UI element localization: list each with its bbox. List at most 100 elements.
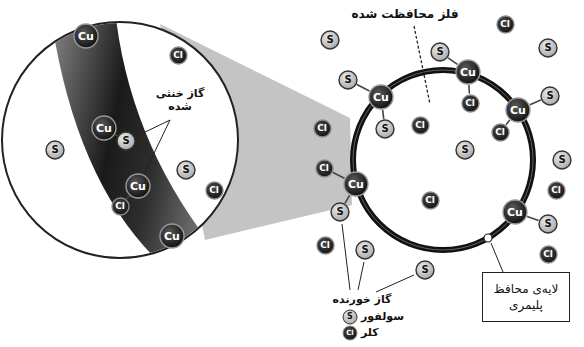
chlorine-atom: Cl bbox=[496, 15, 515, 34]
copper-atom: Cu bbox=[73, 23, 99, 49]
atom-symbol: Cu bbox=[96, 123, 112, 134]
atom-circle bbox=[412, 117, 429, 134]
atom-symbol: S bbox=[361, 245, 368, 255]
copper-atom: Cu bbox=[368, 84, 394, 110]
copper-atom: Cu bbox=[91, 115, 117, 141]
atom-circle bbox=[462, 95, 479, 112]
atom-symbol: S bbox=[421, 265, 428, 275]
bond-line bbox=[345, 195, 350, 203]
atom-circle bbox=[206, 182, 223, 199]
atom-circle bbox=[376, 120, 394, 138]
atom-symbol: S bbox=[544, 219, 551, 229]
atom-symbol: S bbox=[461, 145, 468, 155]
legend-text: سولفور bbox=[361, 310, 404, 323]
leader-line bbox=[491, 243, 503, 272]
bond-line bbox=[468, 85, 470, 94]
atom-circle bbox=[321, 31, 339, 49]
copper-atom: Cu bbox=[125, 173, 151, 199]
corrosive-gas-label: گاز خورنده bbox=[333, 293, 392, 306]
sulfur-atom: S bbox=[538, 38, 558, 58]
atom-symbol: Cl bbox=[551, 186, 561, 195]
atom-circle bbox=[314, 120, 331, 137]
atom-symbol: Cu bbox=[460, 67, 476, 78]
atom-circle bbox=[112, 198, 129, 215]
atom-circle bbox=[416, 261, 434, 279]
ring-marker bbox=[484, 234, 492, 242]
chlorine-atom: Cl bbox=[169, 46, 188, 65]
atom-circle bbox=[92, 116, 116, 140]
atom-symbol: S bbox=[122, 136, 129, 146]
atom-symbol: Cl bbox=[115, 202, 125, 211]
atom-circle bbox=[177, 161, 195, 179]
atom-circle bbox=[126, 174, 150, 198]
atom-symbol: S bbox=[544, 43, 551, 53]
atom-symbol: Cl bbox=[495, 128, 505, 137]
atom-symbol: Cl bbox=[173, 51, 183, 60]
box-text: لایه‌ی محافظ پلیمری bbox=[487, 281, 565, 313]
sulfur-atom: S bbox=[540, 86, 560, 106]
atom-symbol: S bbox=[381, 124, 388, 134]
sulfur-atom: S bbox=[375, 119, 395, 139]
legend-sample bbox=[343, 310, 357, 324]
atom-circle bbox=[339, 71, 357, 89]
atom-symbol: Cl bbox=[317, 124, 327, 133]
sulfur-atom: S bbox=[415, 260, 435, 280]
chlorine-atom: Cl bbox=[461, 94, 480, 113]
atom-circle bbox=[497, 16, 514, 33]
bond-line bbox=[383, 110, 384, 119]
atom-symbol: Cu bbox=[510, 105, 526, 116]
sulfur-atom: S bbox=[355, 240, 375, 260]
atom-circle bbox=[160, 224, 184, 248]
bond-line bbox=[332, 172, 344, 178]
atom-circle bbox=[356, 241, 374, 259]
chlorine-atom: Cl bbox=[547, 181, 566, 200]
bond-line bbox=[506, 120, 510, 125]
atom-circle bbox=[456, 60, 480, 84]
bond-line bbox=[527, 216, 538, 220]
atom-circle bbox=[541, 87, 559, 105]
legend-sample-letter: Cl bbox=[346, 329, 354, 337]
chlorine-atom: Cl bbox=[205, 181, 224, 200]
leader-line bbox=[145, 120, 170, 172]
bond-line bbox=[448, 58, 457, 65]
polymer-layer-box: لایه‌ی محافظ پلیمری bbox=[482, 272, 570, 322]
atom-symbol: Cl bbox=[320, 241, 330, 250]
atom-symbol: Cl bbox=[425, 196, 435, 205]
bond-line bbox=[357, 85, 370, 91]
polymer-ring bbox=[353, 70, 533, 250]
copper-atom: Cu bbox=[502, 199, 528, 225]
chlorine-atom: Cl bbox=[491, 123, 510, 142]
atom-circle bbox=[492, 124, 509, 141]
sulfur-atom: S bbox=[338, 70, 358, 90]
leader-line bbox=[414, 26, 430, 104]
atom-symbol: Cu bbox=[348, 179, 364, 190]
atom-circle bbox=[506, 98, 530, 122]
sulfur-atom: S bbox=[330, 202, 350, 222]
atom-symbol: S bbox=[436, 47, 443, 57]
protected-metal-label: فلز محافظت شده bbox=[351, 7, 458, 21]
atom-symbol: S bbox=[344, 75, 351, 85]
sulfur-atom: S bbox=[320, 30, 340, 50]
sulfur-atom: S bbox=[116, 131, 136, 151]
chlorine-atom: Cl bbox=[313, 119, 332, 138]
chlorine-atom: Cl bbox=[411, 116, 430, 135]
atom-circle bbox=[548, 182, 565, 199]
leader-line bbox=[342, 224, 350, 290]
chlorine-atom: Cl bbox=[539, 245, 558, 264]
atom-circle bbox=[431, 43, 449, 61]
bond-line bbox=[126, 196, 129, 199]
atom-symbol: Cl bbox=[465, 99, 475, 108]
atom-circle bbox=[422, 192, 439, 209]
atom-circle bbox=[317, 237, 334, 254]
atom-circle bbox=[170, 47, 187, 64]
atom-circle bbox=[540, 246, 557, 263]
atom-symbol: Cu bbox=[164, 231, 180, 242]
sulfur-atom: S bbox=[538, 214, 558, 234]
ring-highlight bbox=[353, 70, 533, 250]
atom-circle bbox=[369, 85, 393, 109]
atom-symbol: S bbox=[546, 91, 553, 101]
atom-circle bbox=[46, 141, 64, 159]
legend-text: کلر bbox=[361, 326, 379, 339]
atom-symbol: Cl bbox=[415, 121, 425, 130]
bond-line bbox=[115, 135, 117, 136]
